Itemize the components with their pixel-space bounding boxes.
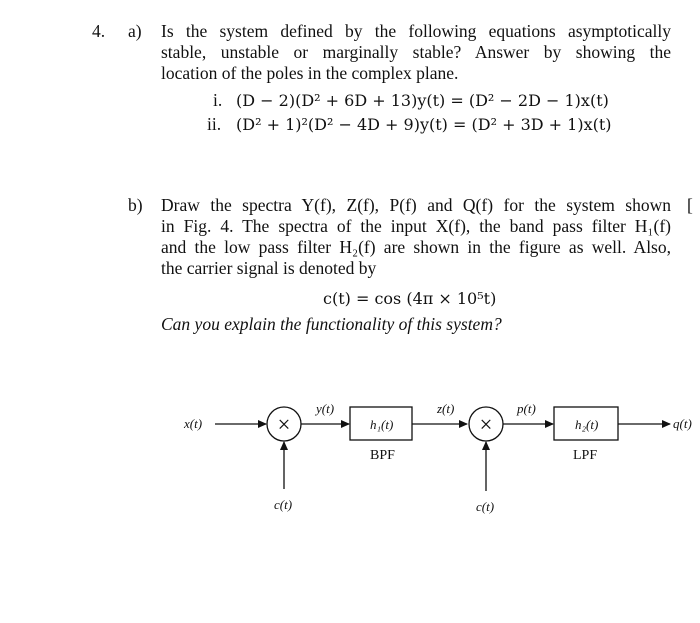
input-label: x(t) [183,416,202,431]
equation-1-label: i. [213,90,223,110]
part-b-line1: Draw the spectra Y(f), Z(f), P(f) and Q(… [161,195,671,215]
part-a-line3: location of the poles in the complex pla… [161,63,459,83]
mixer-1-symbol: × [278,412,291,437]
margin-fragment: [ [687,195,693,215]
lpf-label: LPF [573,448,597,463]
bpf-label: BPF [370,448,395,463]
part-a-line2: stable, unstable or marginally stable? A… [161,42,671,62]
part-a-line1: Is the system defined by the following e… [161,21,671,41]
part-b-line3: and the low pass filter H₂(f) are shown … [161,237,671,257]
equation-1: (D − 2)(D² + 6D + 13)y(t) = (D² − 2D − 1… [236,91,609,110]
carrier1-label: c(t) [274,497,292,512]
equation-2: (D² + 1)²(D² − 4D + 9)y(t) = (D² + 3D + … [236,115,612,134]
mixer2-output-label: p(t) [516,401,536,416]
part-a-label: a) [128,21,142,41]
equation-2-label: ii. [207,114,222,134]
part-b-label: b) [128,195,143,215]
filter1-impulse-label: h₁(t) [370,417,393,432]
question-number: 4. [92,21,106,41]
output-label: q(t) [673,416,692,431]
part-b-question: Can you explain the functionality of thi… [161,314,502,334]
part-b-line4: the carrier signal is denoted by [161,258,377,278]
mixer1-output-label: y(t) [314,401,334,416]
carrier-equation: c(t) = cos (4π × 10⁵t) [323,289,497,308]
mixer-2-symbol: × [480,412,493,437]
carrier2-label: c(t) [476,499,494,514]
filter2-impulse-label: h₂(t) [575,417,598,432]
filter1-output-label: z(t) [436,401,454,416]
part-b-line2: in Fig. 4. The spectra of the input X(f)… [161,216,671,236]
